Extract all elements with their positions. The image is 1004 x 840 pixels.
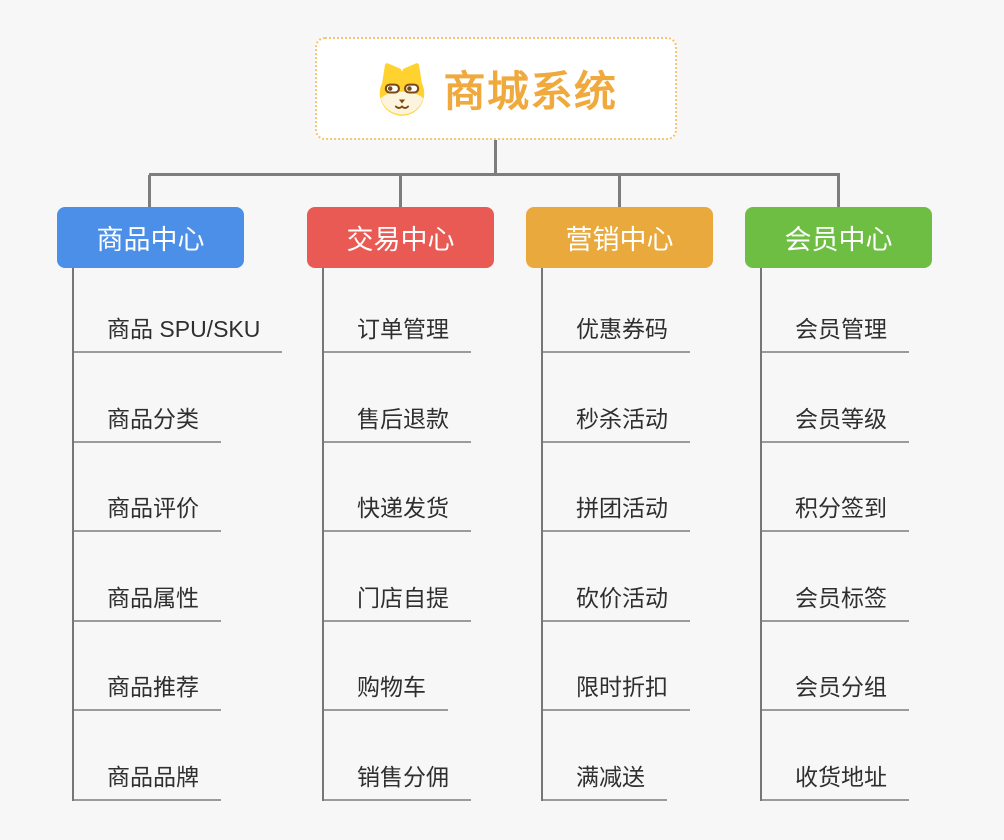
- dog-face-icon: [374, 61, 430, 117]
- root-title: 商城系统: [443, 68, 618, 115]
- connector-branch-trunk: [541, 268, 543, 801]
- connector-branch-trunk: [760, 268, 762, 801]
- leaf-row: 购物车: [307, 622, 448, 711]
- leaf-row: 订单管理: [307, 268, 471, 353]
- leaf-node[interactable]: 收货地址: [760, 758, 909, 801]
- leaf-row: 限时折扣: [526, 622, 690, 711]
- connector-drop: [618, 175, 621, 207]
- leaf-row: 商品 SPU/SKU: [57, 268, 283, 353]
- leaf-row: 会员标签: [745, 532, 909, 622]
- leaf-node[interactable]: 限时折扣: [541, 668, 690, 711]
- leaf-row: 商品评价: [57, 443, 221, 532]
- leaf-node[interactable]: 积分签到: [760, 489, 909, 532]
- leaf-row: 会员管理: [745, 268, 909, 353]
- branch-leaves: 商品 SPU/SKU 商品分类 商品评价 商品属性 商品推荐 商品品牌: [57, 268, 317, 801]
- leaf-row: 优惠券码: [526, 268, 690, 353]
- leaf-row: 商品推荐: [57, 622, 221, 711]
- leaf-row: 收货地址: [745, 711, 909, 801]
- leaf-row: 商品分类: [57, 353, 221, 443]
- branch-column: 商品中心 商品 SPU/SKU 商品分类 商品评价 商品属性 商品推荐 商品品牌: [57, 207, 317, 801]
- leaf-node[interactable]: 满减送: [541, 758, 667, 801]
- leaf-node[interactable]: 商品品牌: [72, 758, 221, 801]
- branch-label: 会员中心: [784, 225, 893, 255]
- leaf-row: 商品品牌: [57, 711, 221, 801]
- leaf-row: 会员等级: [745, 353, 909, 443]
- branch-node[interactable]: 商品中心: [57, 207, 244, 268]
- connector-drop: [837, 175, 840, 207]
- leaf-row: 积分签到: [745, 443, 909, 532]
- branch-column: 会员中心 会员管理 会员等级 积分签到 会员标签 会员分组 收货地址: [745, 207, 1004, 801]
- branch-leaves: 优惠券码 秒杀活动 拼团活动 砍价活动 限时折扣 满减送: [526, 268, 786, 801]
- leaf-node[interactable]: 商品 SPU/SKU: [72, 310, 283, 353]
- leaf-node[interactable]: 会员等级: [760, 400, 909, 443]
- leaf-node[interactable]: 商品分类: [72, 400, 221, 443]
- leaf-row: 商品属性: [57, 532, 221, 622]
- branch-label: 交易中心: [346, 225, 455, 255]
- leaf-row: 拼团活动: [526, 443, 690, 532]
- connector-branch-trunk: [322, 268, 324, 801]
- leaf-node[interactable]: 商品推荐: [72, 668, 221, 711]
- leaf-node[interactable]: 拼团活动: [541, 489, 690, 532]
- leaf-node[interactable]: 门店自提: [322, 579, 471, 622]
- leaf-row: 快递发货: [307, 443, 471, 532]
- leaf-row: 会员分组: [745, 622, 909, 711]
- root-node[interactable]: 商城系统: [315, 37, 677, 140]
- leaf-node[interactable]: 优惠券码: [541, 310, 690, 353]
- connector-branch-trunk: [72, 268, 74, 801]
- branch-label: 商品中心: [96, 225, 205, 255]
- connector-drop: [148, 175, 151, 207]
- leaf-node[interactable]: 订单管理: [322, 310, 471, 353]
- leaf-row: 砍价活动: [526, 532, 690, 622]
- leaf-row: 秒杀活动: [526, 353, 690, 443]
- branch-node[interactable]: 会员中心: [745, 207, 932, 268]
- branch-leaves: 会员管理 会员等级 积分签到 会员标签 会员分组 收货地址: [745, 268, 1004, 801]
- branch-leaves: 订单管理 售后退款 快递发货 门店自提 购物车 销售分佣: [307, 268, 567, 801]
- leaf-node[interactable]: 商品属性: [72, 579, 221, 622]
- leaf-node[interactable]: 秒杀活动: [541, 400, 690, 443]
- leaf-node[interactable]: 会员标签: [760, 579, 909, 622]
- branch-label: 营销中心: [565, 225, 674, 255]
- leaf-node[interactable]: 快递发货: [322, 489, 471, 532]
- branch-column: 营销中心 优惠券码 秒杀活动 拼团活动 砍价活动 限时折扣 满减送: [526, 207, 786, 801]
- connector-drop: [399, 175, 402, 207]
- leaf-row: 满减送: [526, 711, 667, 801]
- leaf-row: 销售分佣: [307, 711, 471, 801]
- leaf-node[interactable]: 购物车: [322, 668, 448, 711]
- branch-node[interactable]: 交易中心: [307, 207, 494, 268]
- leaf-node[interactable]: 会员分组: [760, 668, 909, 711]
- branch-column: 交易中心 订单管理 售后退款 快递发货 门店自提 购物车 销售分佣: [307, 207, 567, 801]
- leaf-node[interactable]: 销售分佣: [322, 758, 471, 801]
- connector-root-trunk: [494, 140, 497, 174]
- leaf-row: 售后退款: [307, 353, 471, 443]
- leaf-node[interactable]: 商品评价: [72, 489, 221, 532]
- leaf-row: 门店自提: [307, 532, 471, 622]
- leaf-node[interactable]: 砍价活动: [541, 579, 690, 622]
- leaf-node[interactable]: 售后退款: [322, 400, 471, 443]
- leaf-node[interactable]: 会员管理: [760, 310, 909, 353]
- connector-bus: [149, 173, 840, 176]
- branch-node[interactable]: 营销中心: [526, 207, 713, 268]
